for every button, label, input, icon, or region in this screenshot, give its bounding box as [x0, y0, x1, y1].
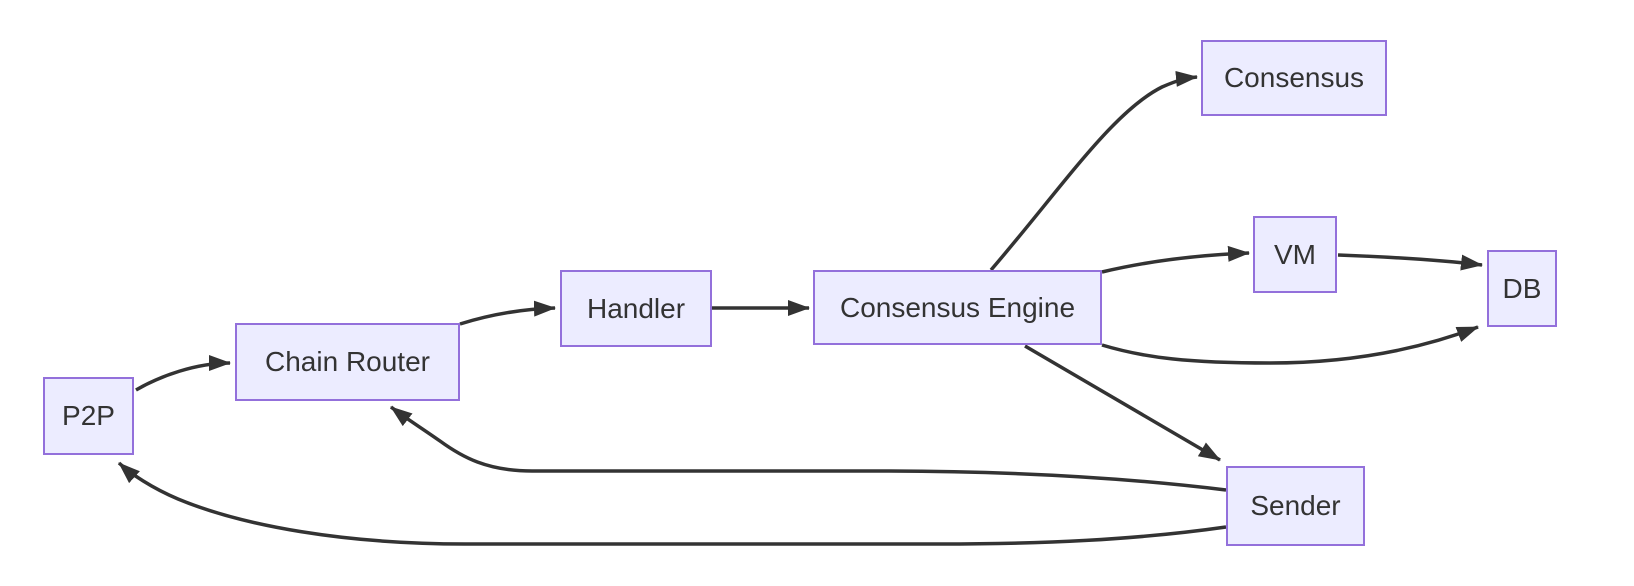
node-handler-label: Handler	[586, 292, 686, 324]
node-db-label: DB	[1502, 272, 1542, 304]
edge-consensus-engine-to-db	[1101, 325, 1479, 365]
node-vm: VM	[1253, 216, 1337, 293]
node-chain-router-label: Chain Router	[265, 346, 430, 377]
node-p2p-label: P2P	[62, 400, 115, 431]
node-chain-router: Chain Router	[235, 323, 460, 401]
node-p2p: P2P	[43, 377, 134, 455]
edge-chain-router-to-handler	[459, 300, 556, 326]
edge-consensus-engine-to-consensus	[989, 70, 1198, 272]
node-handler: Handler	[560, 270, 712, 347]
node-consensus-engine-label: Consensus Engine	[839, 291, 1076, 323]
edge-sender-to-chain-router	[389, 405, 1227, 492]
node-sender: Sender	[1226, 466, 1365, 546]
node-consensus: Consensus	[1201, 40, 1387, 116]
node-db: DB	[1487, 250, 1557, 327]
edge-vm-to-db	[1337, 253, 1483, 271]
edge-consensus-engine-to-sender	[1024, 344, 1221, 462]
edge-consensus-engine-to-vm	[1101, 245, 1250, 274]
node-vm-label: VM	[1274, 238, 1316, 270]
node-consensus-label: Consensus	[1223, 62, 1365, 93]
edge-p2p-to-chain-router	[135, 355, 231, 392]
node-consensus-engine: Consensus Engine	[813, 270, 1102, 345]
edge-sender-to-p2p	[117, 461, 1227, 546]
node-sender-label: Sender	[1250, 490, 1341, 521]
